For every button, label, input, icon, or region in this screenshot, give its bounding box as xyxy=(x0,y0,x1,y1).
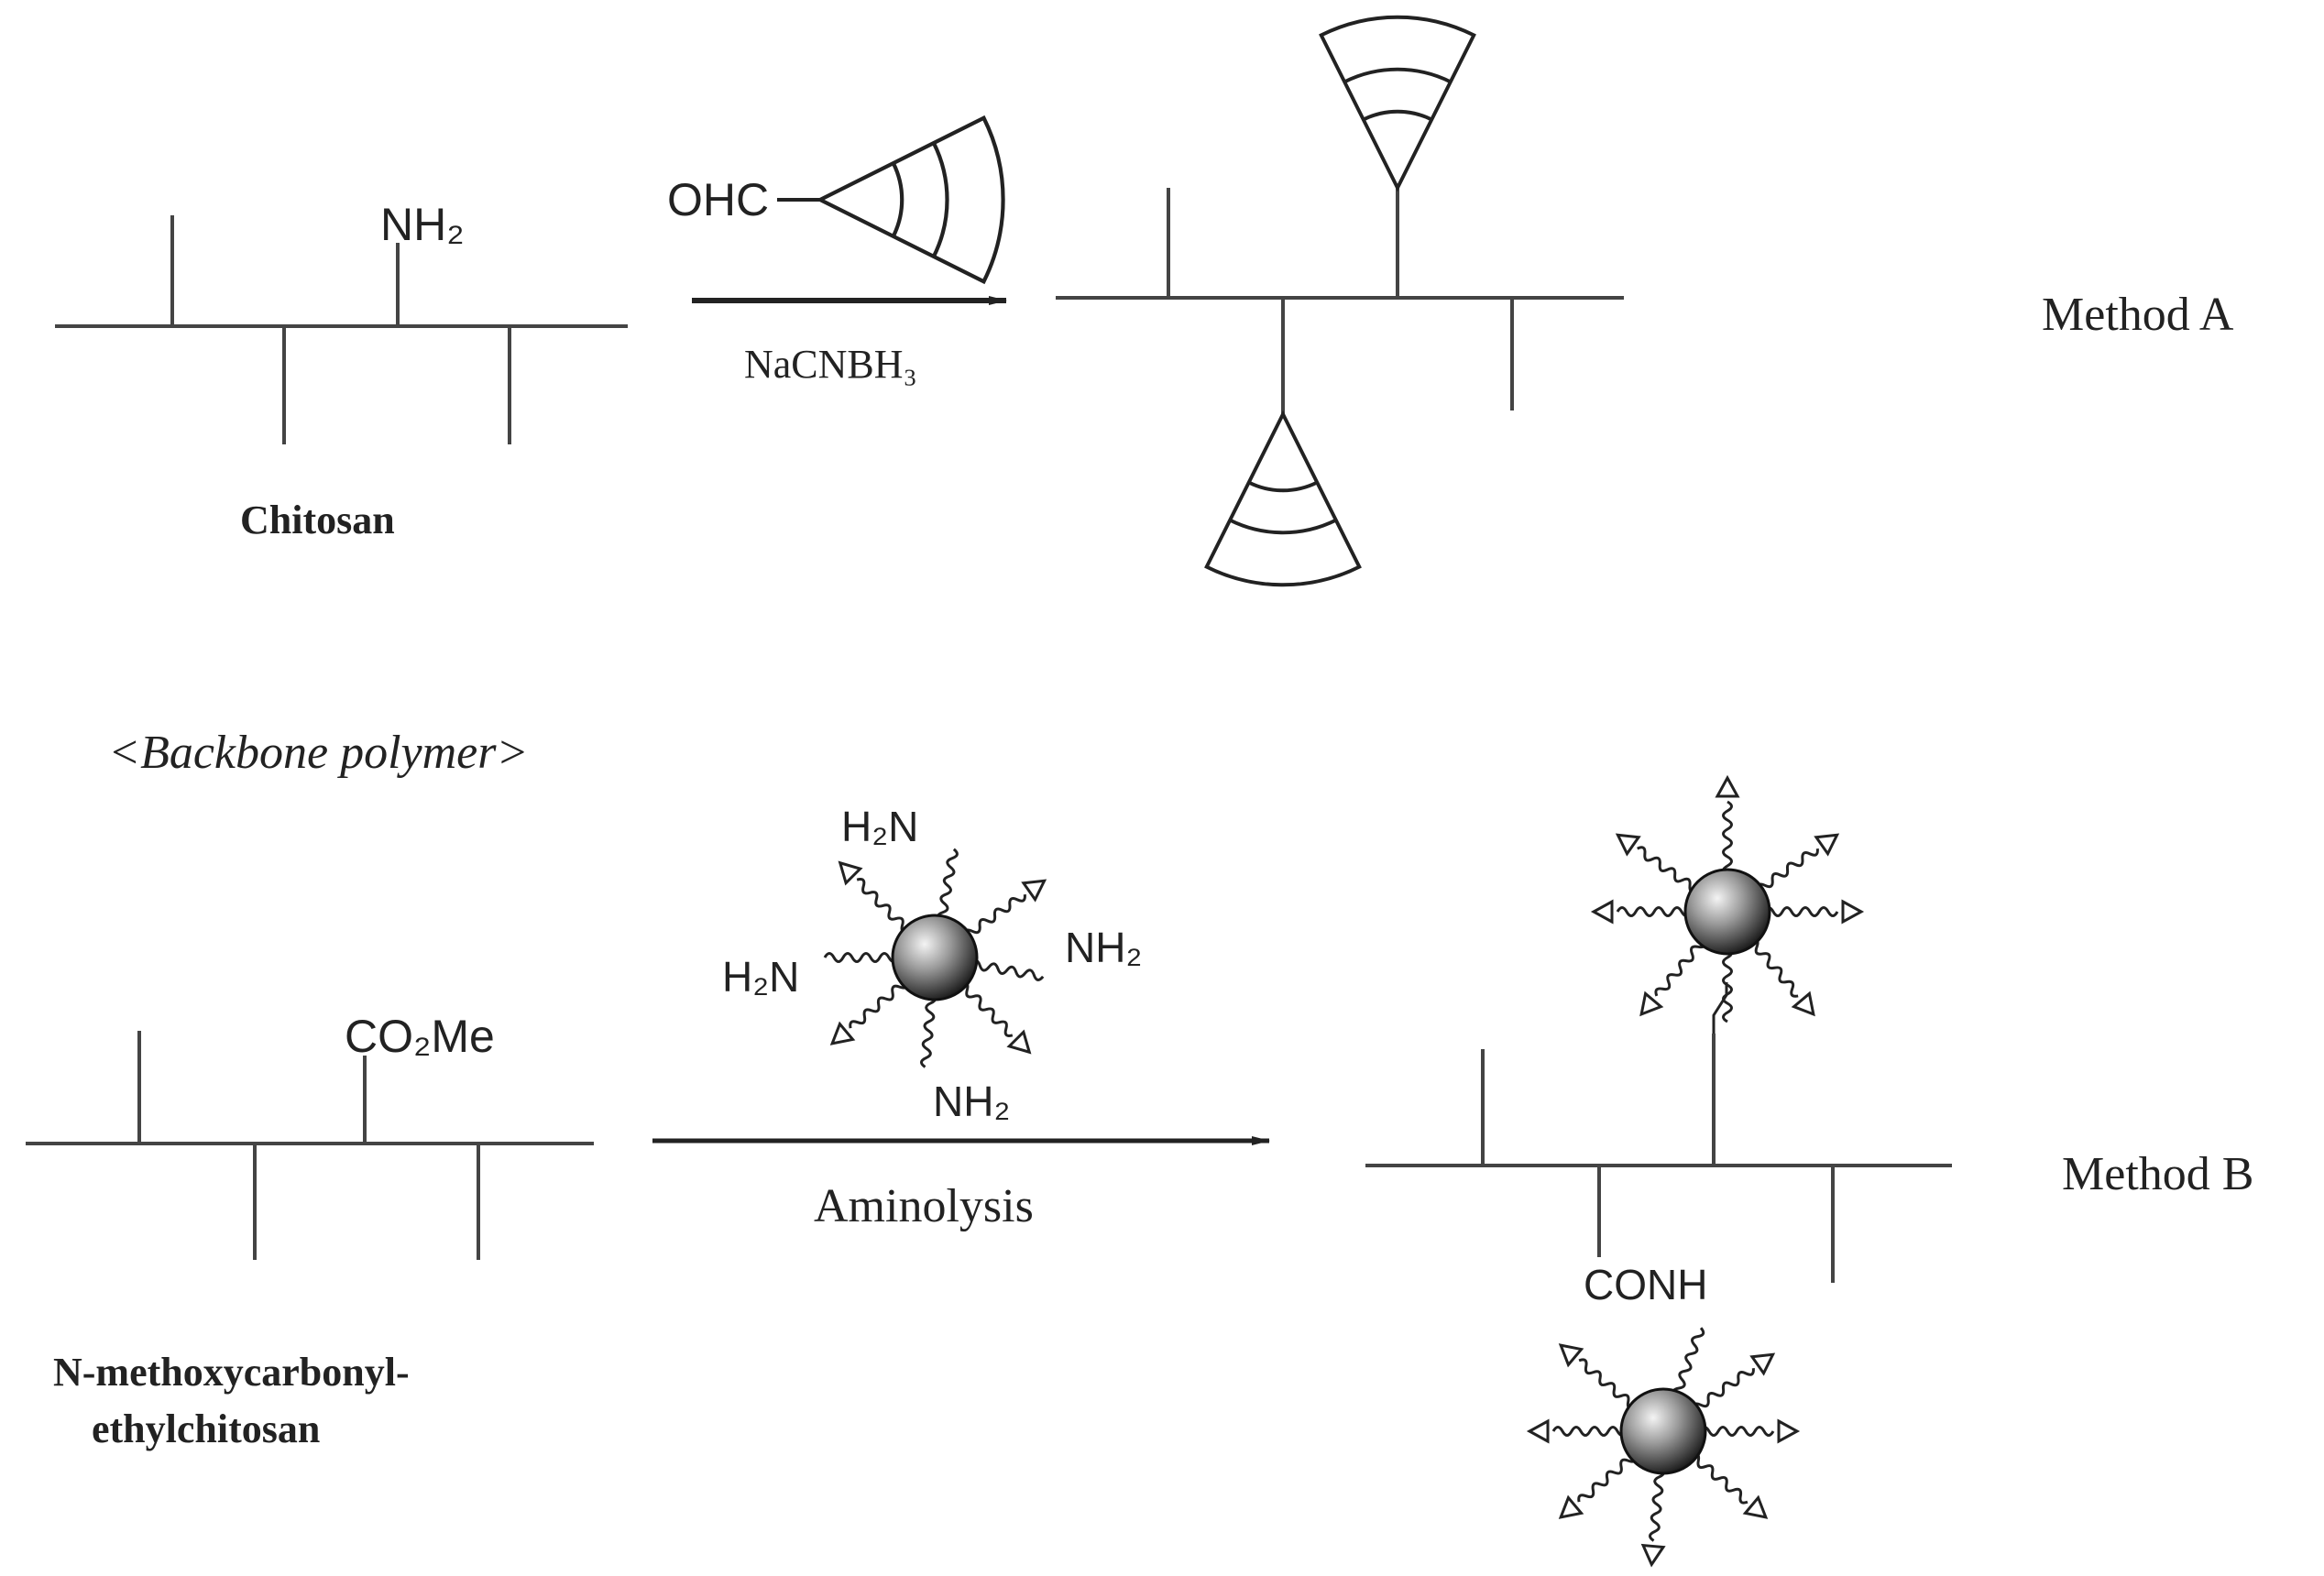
ester-group-label: CO₂Me xyxy=(345,1011,495,1062)
dendron-wedge-icon xyxy=(820,118,1003,282)
nmc-chitosan-name-line1: N-methoxycarbonyl- xyxy=(53,1350,410,1395)
aminolysis-label: Aminolysis xyxy=(814,1180,1034,1232)
grafted-dendron-top-icon xyxy=(1319,15,1476,190)
grafted-product-a xyxy=(1056,188,1624,414)
dendrimer-core-icon xyxy=(891,914,979,1001)
grafted-product-b xyxy=(1365,1034,1952,1283)
grafted-dendrimer-bottom xyxy=(1529,1325,1797,1566)
nmc-chitosan-backbone xyxy=(26,1031,594,1260)
chitosan-amine-label: NH₂ xyxy=(380,199,465,250)
amine-top-label: H₂N xyxy=(841,803,918,850)
nmc-chitosan-name-line2: ethylchitosan xyxy=(92,1406,320,1451)
backbone-polymer-label: <Backbone polymer> xyxy=(108,727,529,779)
grafted-dendron-bottom-icon xyxy=(1204,412,1362,587)
grafted-dendrimer-top xyxy=(1594,778,1861,1023)
dendrimer-core-icon xyxy=(1619,1387,1707,1475)
dendrimer-core-icon xyxy=(1683,868,1771,956)
amine-dendrimer xyxy=(823,847,1050,1069)
chitosan-backbone xyxy=(55,215,628,444)
method-b-scheme: CO₂Me N-methoxycarbonyl- ethylchitosan H… xyxy=(26,778,2253,1565)
method-a-label: Method A xyxy=(2042,289,2234,341)
reductant-label: NaCNBH₃ xyxy=(744,342,917,387)
chitosan-name-label: Chitosan xyxy=(240,498,395,542)
reagent-aldehyde-label: OHC xyxy=(667,174,769,225)
method-b-label: Method B xyxy=(2062,1148,2253,1200)
method-a-scheme: NH₂ Chitosan OHC NaCNBH₃ Method A xyxy=(55,15,2234,587)
amine-bottom-label: NH₂ xyxy=(933,1078,1010,1125)
amide-linker-label: CONH xyxy=(1584,1261,1707,1308)
amine-left-label: H₂N xyxy=(722,953,799,1001)
amine-right-label: NH₂ xyxy=(1065,924,1142,971)
